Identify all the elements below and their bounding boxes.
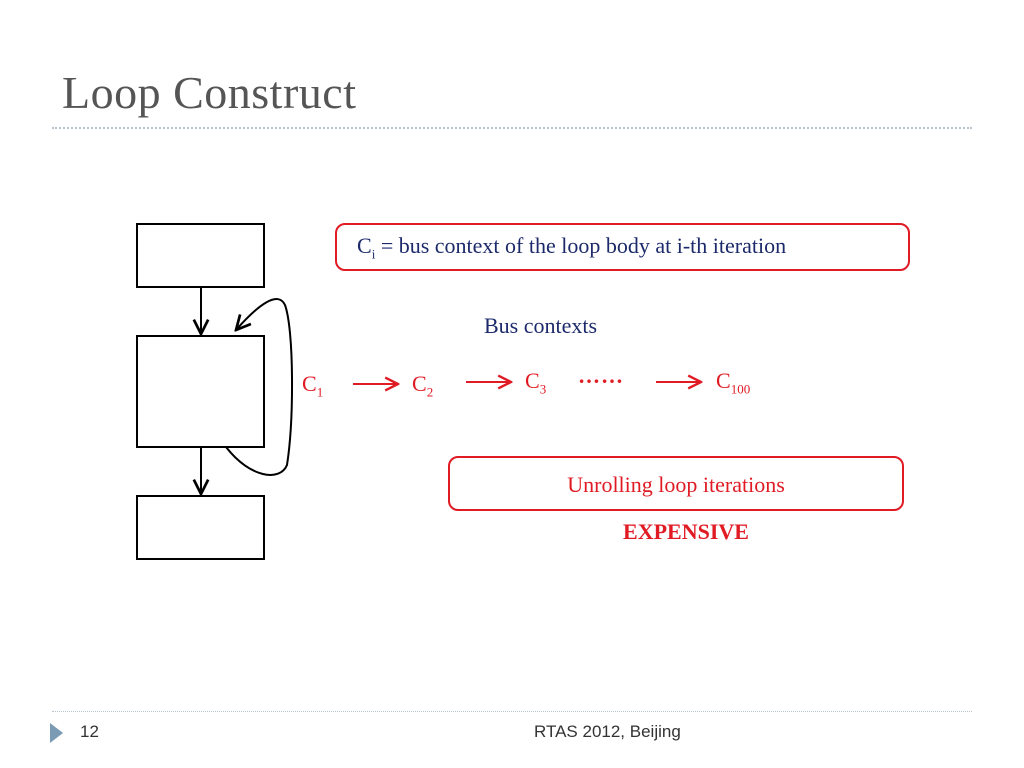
definition-box <box>335 223 910 271</box>
context-ellipsis: …… <box>578 363 624 388</box>
footer-divider <box>52 711 972 712</box>
context-c1: C1 <box>302 371 323 400</box>
footer-conference: RTAS 2012, Beijing <box>534 722 681 741</box>
context-symbol: C <box>412 371 427 396</box>
slide-title: Loop Construct <box>62 67 357 118</box>
context-subscript: 2 <box>426 384 434 400</box>
unrolling-box <box>448 456 904 511</box>
unrolling-label: Unrolling loop iterations <box>567 472 785 497</box>
post-loop-block <box>136 495 265 560</box>
context-symbol: C <box>525 368 540 393</box>
definition-symbol: C <box>357 233 372 258</box>
context-symbol: C <box>716 368 731 393</box>
loop-back-edge <box>225 298 294 476</box>
bus-contexts-label: Bus contexts <box>484 313 598 338</box>
context-symbol: C <box>302 371 317 396</box>
definition-subscript: i <box>371 246 376 262</box>
title-divider <box>52 127 972 129</box>
footer-triangle-icon <box>50 723 63 743</box>
context-subscript: 3 <box>539 381 547 397</box>
loop-body-block <box>136 335 265 448</box>
pre-loop-block <box>136 223 265 288</box>
definition-text: Ci = bus context of the loop body at i-t… <box>357 233 786 262</box>
context-subscript: 1 <box>316 384 324 400</box>
context-c3: C3 <box>525 368 546 397</box>
context-subscript: 100 <box>730 381 751 397</box>
context-c2: C2 <box>412 371 433 400</box>
context-c100: C100 <box>716 368 750 397</box>
definition-description: = bus context of the loop body at i-th i… <box>375 233 787 258</box>
expensive-label: EXPENSIVE <box>623 519 749 544</box>
page-number: 12 <box>80 722 99 741</box>
